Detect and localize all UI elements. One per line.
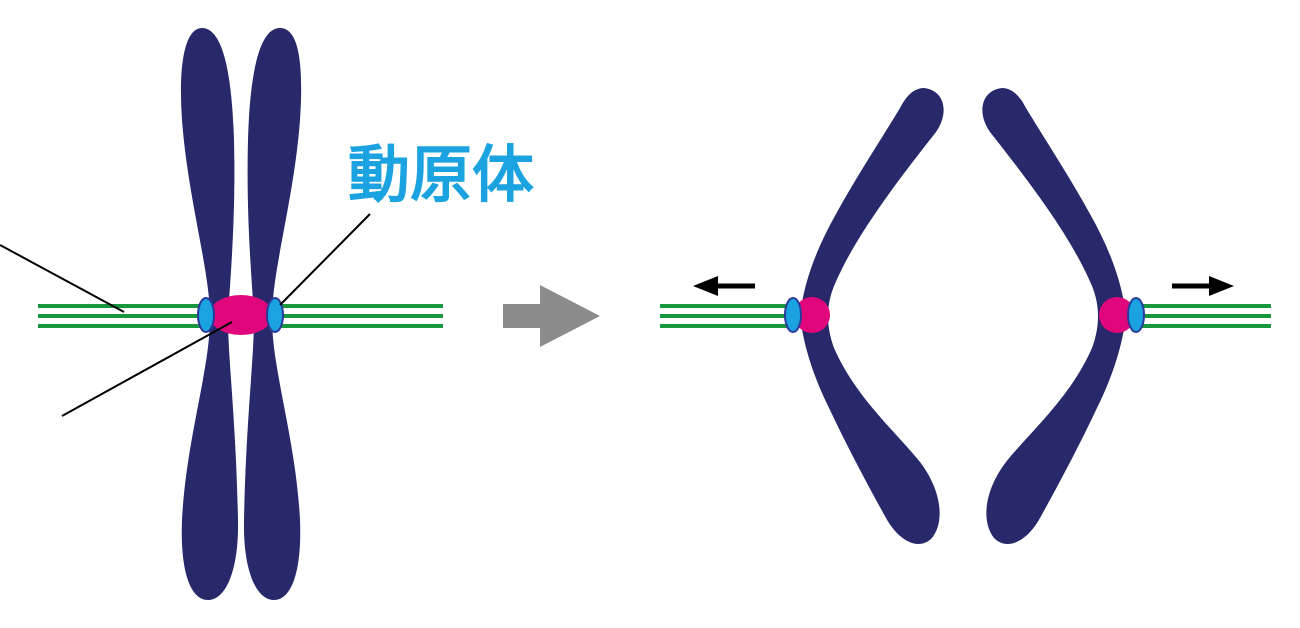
pull-arrow-left: [693, 276, 755, 296]
microtubule-bundle-right: [278, 304, 443, 328]
pull-arrow-right: [1172, 276, 1234, 296]
anaphase-chromosomes: [660, 88, 1271, 545]
metaphase-chromosome: [38, 28, 443, 600]
leader-lines: [0, 213, 371, 417]
sister-chromatid-right: [243, 28, 302, 600]
microtubule-bundle-left: [38, 304, 202, 328]
kinetochore-label: 動原体: [348, 138, 534, 211]
centromere-anaphase-left: [794, 297, 830, 333]
leader-line-microtubule: [0, 244, 125, 313]
kinetochore-anaphase-left: [784, 297, 802, 333]
sister-chromatid-left: [180, 28, 239, 600]
kinetochore-right: [266, 297, 284, 333]
separated-chromatid-left: [800, 88, 944, 545]
leader-line-centromere: [61, 321, 233, 417]
microtubule-bundle-anaphase-right: [1140, 304, 1271, 328]
centromere-anaphase-right: [1099, 297, 1135, 333]
transition-arrow: [503, 285, 600, 347]
kinetochore-anaphase-right: [1127, 297, 1145, 333]
separated-chromatid-right: [982, 88, 1126, 545]
microtubule-bundle-anaphase-left: [660, 304, 790, 328]
leader-line-kinetochore: [279, 213, 371, 306]
kinetochore-left: [197, 297, 215, 333]
